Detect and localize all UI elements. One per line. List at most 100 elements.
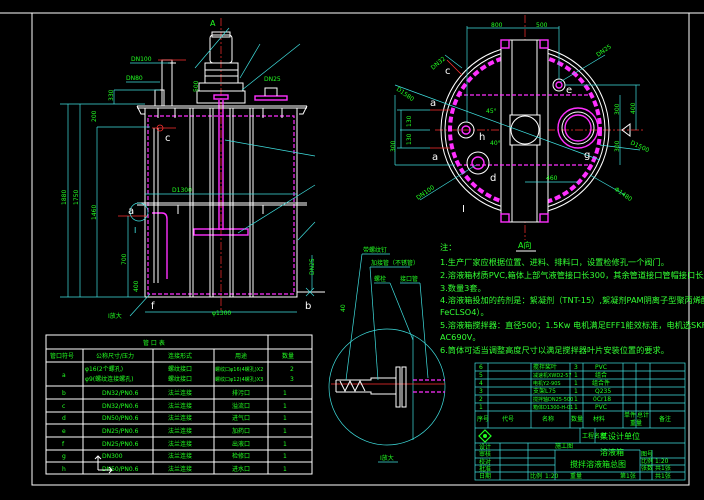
svg-text:2: 2	[479, 396, 483, 403]
dim-300b: 300	[614, 140, 621, 152]
note-line: 1.生产厂家应根据位置、进料、排料口，设置检修孔一个阀门。	[440, 257, 669, 267]
svg-text:代号: 代号	[502, 415, 514, 423]
svg-text:第1张: 第1张	[620, 472, 636, 480]
svg-text:DN300: DN300	[102, 453, 123, 460]
drawing-frame	[31, 12, 690, 486]
svg-text:3: 3	[574, 364, 578, 371]
svg-text:c: c	[62, 403, 65, 410]
svg-text:共1张: 共1张	[655, 472, 671, 480]
svg-text:DN25/PN0.6: DN25/PN0.6	[102, 441, 139, 448]
svg-text:单件: 单件	[624, 411, 636, 419]
svg-text:图号: 图号	[641, 451, 653, 458]
svg-text:1: 1	[574, 372, 578, 379]
dim-400: 400	[133, 280, 140, 292]
dim-330: 330	[108, 89, 115, 101]
label-d1300: D1300	[172, 187, 192, 194]
dim-460: 460	[546, 175, 558, 182]
plan-port-d: d	[490, 173, 496, 184]
svg-text:d: d	[62, 415, 66, 422]
elevation-view: 1880 1750 1460 200 700 400 330 500 DN100…	[60, 18, 325, 320]
svg-text:重量: 重量	[570, 472, 582, 480]
company-name: 某设计单位	[600, 431, 640, 441]
svg-text:出液口: 出液口	[232, 440, 250, 448]
plan-port-a1: a	[430, 98, 436, 109]
nozzle-e	[552, 78, 566, 92]
dim-200: 200	[91, 110, 98, 122]
label-dn80: DN80	[126, 75, 143, 82]
svg-text:搅拌轴DN25-500: 搅拌轴DN25-500	[533, 396, 573, 403]
svg-text:名称: 名称	[542, 415, 554, 423]
drawing-title: 溶液箱	[600, 447, 624, 457]
dim-300-left: 300	[390, 140, 397, 152]
svg-text:3: 3	[290, 376, 294, 383]
svg-text:数量: 数量	[282, 352, 294, 360]
svg-text:管口符号: 管口符号	[50, 352, 74, 360]
svg-text:减速机XWD2-57: 减速机XWD2-57	[533, 372, 572, 379]
svg-text:2: 2	[290, 366, 294, 373]
parts-header: 序号代号 名称数量 材料单件 总计备注 重量	[477, 411, 671, 427]
svg-text:1: 1	[283, 428, 287, 435]
svg-text:法兰连接: 法兰连接	[168, 389, 192, 397]
svg-text:3: 3	[479, 388, 483, 395]
note-line: 5.溶液箱搅拌器：直径500；1.5Kw 电机满足EFF1能效标准，电机选SKF…	[440, 320, 704, 330]
svg-text:DN32/PN0.6: DN32/PN0.6	[102, 390, 139, 397]
dim-1880: 1880	[61, 190, 68, 205]
svg-text:连接形式: 连接形式	[168, 352, 192, 360]
angle-40: 40°	[490, 140, 501, 147]
svg-text:公称尺寸/压力: 公称尺寸/压力	[96, 352, 134, 360]
svg-text:校对: 校对	[479, 458, 491, 466]
svg-text:材料: 材料	[593, 415, 605, 423]
svg-text:1:20: 1:20	[655, 458, 669, 465]
dim-500: 500	[193, 80, 200, 92]
svg-text:1: 1	[574, 388, 578, 395]
svg-text:搅拌桨叶: 搅拌桨叶	[533, 363, 557, 371]
note-line: 2.溶液箱材质PVC,箱体上部气液管接口长300，其余管道接口管帽接口长度100…	[440, 270, 704, 280]
dim-1460: 1460	[91, 205, 98, 220]
plan-port-c: c	[445, 66, 451, 77]
dim-dn25: DN25	[595, 43, 613, 58]
svg-text:螺纹接口: 螺纹接口	[168, 365, 192, 373]
svg-text:箱体D1300-H-01: 箱体D1300-H-01	[533, 404, 573, 411]
svg-text:法兰连接: 法兰连接	[168, 465, 192, 473]
detail-marker-i: I	[134, 226, 136, 235]
port-a: a	[128, 206, 134, 217]
svg-text:法兰连接: 法兰连接	[168, 414, 192, 422]
svg-text:1: 1	[283, 415, 287, 422]
dim-dn100: DN100	[415, 184, 436, 202]
svg-text:PVC: PVC	[595, 404, 607, 411]
plan-port-e: e	[566, 85, 572, 96]
detail-label-1: 加接管（不锈管）	[371, 259, 419, 267]
svg-text:DN25/PN0.6: DN25/PN0.6	[102, 428, 139, 435]
dim-300a: 300	[614, 103, 621, 115]
notes-heading: 注：	[440, 242, 456, 252]
svg-text:备注: 备注	[659, 415, 671, 423]
plan-port-g: g	[584, 150, 590, 161]
svg-text:电机Y2-90S: 电机Y2-90S	[533, 380, 561, 387]
svg-text:设计: 设计	[479, 443, 491, 451]
dim-500: 500	[536, 22, 548, 29]
note-line: AC690V。	[440, 332, 481, 342]
svg-text:支架L75: 支架L75	[533, 387, 556, 395]
svg-text:加药口: 加药口	[232, 427, 250, 435]
svg-text:4: 4	[479, 380, 483, 387]
svg-text:6: 6	[479, 364, 483, 371]
dim-1750: 1750	[73, 190, 80, 205]
svg-text:重量: 重量	[630, 419, 642, 427]
svg-text:组合件: 组合件	[592, 379, 610, 387]
note-line: 4.溶液箱投加的药剂是：絮凝剂（TNT-15）,絮凝剂PAM阴离子型聚丙烯酰胺，…	[440, 295, 704, 305]
note-line: 3.数量3套。	[440, 283, 486, 293]
view-label-a: A	[210, 19, 216, 28]
plan-title: A向	[518, 240, 531, 250]
svg-text:Q235: Q235	[595, 388, 611, 395]
svg-text:排污口: 排污口	[232, 389, 250, 397]
